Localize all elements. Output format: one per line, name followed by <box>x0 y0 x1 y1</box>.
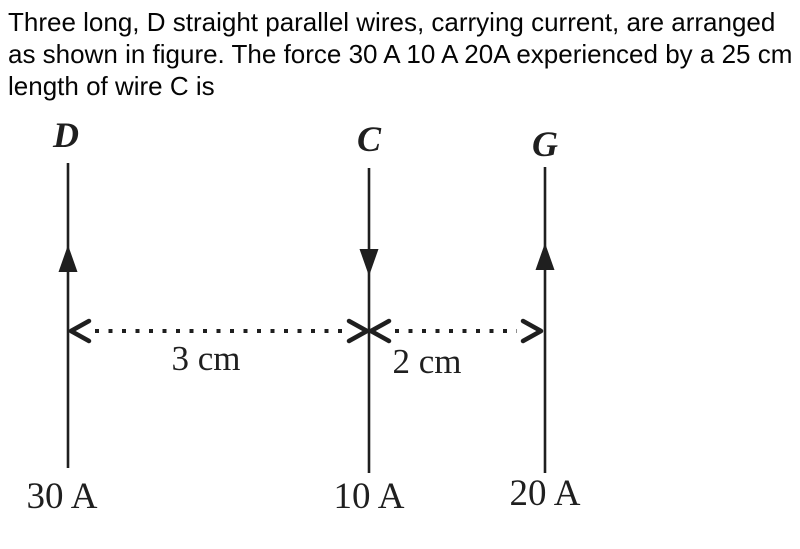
wire-d-label: D <box>53 115 79 155</box>
question-line-3: length of wire C is <box>8 71 215 101</box>
question-line-2: as shown in figure. The force 30 A 10 A … <box>8 39 793 69</box>
wire-c-label: C <box>356 119 381 159</box>
question-text: Three long, D straight parallel wires, c… <box>8 6 792 102</box>
distance-dc-label: 3 cm <box>171 339 241 378</box>
left-chevron-arrow-icon-cg <box>368 318 392 344</box>
current-g-label: 20 A <box>509 473 581 514</box>
current-up-arrow-icon-g <box>535 243 555 270</box>
distance-cg-label: 2 cm <box>392 342 462 381</box>
question-line-1: Three long, D straight parallel wires, c… <box>8 7 776 37</box>
current-down-arrow-icon-c <box>359 249 379 276</box>
current-up-arrow-icon-d <box>58 245 78 272</box>
current-d-label: 30 A <box>26 476 98 517</box>
left-chevron-arrow-icon-dc <box>68 318 92 344</box>
current-c-label: 10 A <box>333 476 405 517</box>
wire-g-label: G <box>532 124 558 164</box>
right-chevron-arrow-icon-dc <box>346 318 370 344</box>
right-chevron-arrow-icon-cg <box>520 318 544 344</box>
